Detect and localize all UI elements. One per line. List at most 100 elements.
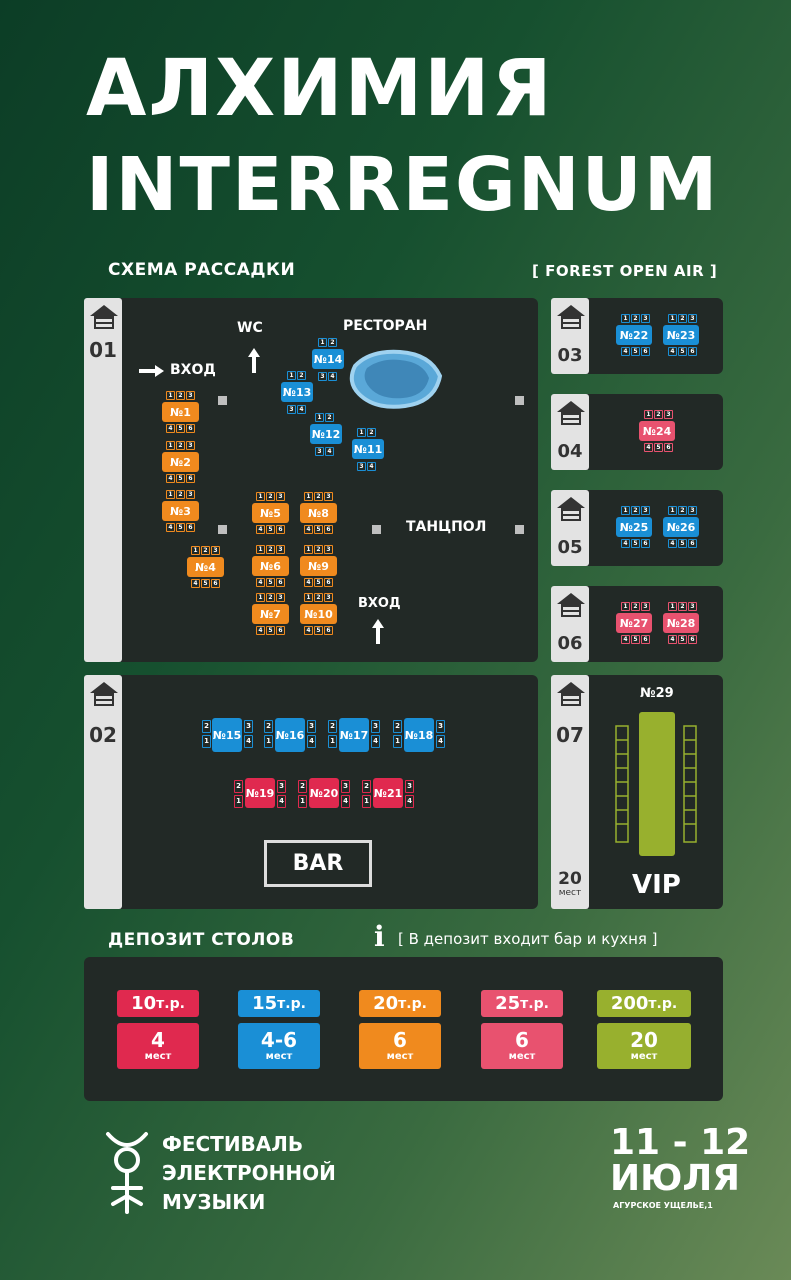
table-28[interactable]: №28 bbox=[663, 613, 699, 633]
zone-03-strip: 03 bbox=[551, 298, 589, 374]
table-24[interactable]: №24 bbox=[639, 421, 675, 441]
chair-seat: 6 bbox=[186, 474, 195, 483]
table-27[interactable]: №27 bbox=[616, 613, 652, 633]
chair-seat: 4 bbox=[621, 347, 630, 356]
table-23[interactable]: №23 bbox=[663, 325, 699, 345]
chair-seat: 1 bbox=[621, 314, 630, 323]
column-marker bbox=[218, 525, 227, 534]
chair-seat: 4 bbox=[304, 578, 313, 587]
chair-seat: 6 bbox=[641, 635, 650, 644]
chair-seat: 2 bbox=[631, 602, 640, 611]
table-11[interactable]: №11 bbox=[352, 439, 384, 459]
table-13[interactable]: №13 bbox=[281, 382, 313, 402]
chair-seat: 3 bbox=[688, 506, 697, 515]
chair-seat: 3 bbox=[641, 314, 650, 323]
table-21[interactable]: №21 bbox=[373, 778, 403, 808]
table-26[interactable]: №26 bbox=[663, 517, 699, 537]
table-20[interactable]: №20 bbox=[309, 778, 339, 808]
table-4[interactable]: №4 bbox=[187, 557, 224, 577]
table-7[interactable]: №7 bbox=[252, 604, 289, 624]
chair-seat: 1 bbox=[234, 795, 243, 808]
chair-seat: 3 bbox=[186, 441, 195, 450]
chair-seat: 4 bbox=[325, 447, 334, 456]
title-line-2: INTERREGNUM bbox=[86, 142, 720, 228]
chair-seat: 4 bbox=[304, 626, 313, 635]
chair-seat: 2 bbox=[678, 506, 687, 515]
chair-seat: 4 bbox=[307, 735, 316, 748]
table-14[interactable]: №14 bbox=[312, 349, 344, 369]
table-25[interactable]: №25 bbox=[616, 517, 652, 537]
zone-number: 02 bbox=[89, 723, 117, 747]
chair-seat: 5 bbox=[678, 539, 687, 548]
table-5[interactable]: №5 bbox=[252, 503, 289, 523]
chair-seat: 4 bbox=[668, 347, 677, 356]
chair-seat: 5 bbox=[654, 443, 663, 452]
column-marker bbox=[515, 396, 524, 405]
table-9[interactable]: №9 bbox=[300, 556, 337, 576]
chair-seat: 4 bbox=[621, 539, 630, 548]
chair-seat: 1 bbox=[166, 391, 175, 400]
table-6[interactable]: №6 bbox=[252, 556, 289, 576]
chair-seat: 1 bbox=[393, 735, 402, 748]
chair-seat: 6 bbox=[211, 579, 220, 588]
chair-seat: 1 bbox=[202, 735, 211, 748]
table-18[interactable]: №18 bbox=[404, 718, 434, 752]
chair-seat: 2 bbox=[176, 391, 185, 400]
table-19[interactable]: №19 bbox=[245, 778, 275, 808]
table-12[interactable]: №12 bbox=[310, 424, 342, 444]
chair-seat: 1 bbox=[298, 795, 307, 808]
chair-seat: 3 bbox=[287, 405, 296, 414]
table-29[interactable] bbox=[639, 712, 675, 856]
chair-seat: 1 bbox=[304, 593, 313, 602]
chair-seat: 4 bbox=[191, 579, 200, 588]
table-10[interactable]: №10 bbox=[300, 604, 337, 624]
table-15[interactable]: №15 bbox=[212, 718, 242, 752]
chair-seat: 4 bbox=[367, 462, 376, 471]
chair-seat: 3 bbox=[318, 372, 327, 381]
deposit-note: [ В депозит входит бар и кухня ] bbox=[398, 930, 658, 948]
table-3[interactable]: №3 bbox=[162, 501, 199, 521]
arrow-up-icon bbox=[248, 348, 260, 373]
chair-seat: 5 bbox=[678, 347, 687, 356]
chair-seat: 1 bbox=[304, 545, 313, 554]
chair-seat: 2 bbox=[367, 428, 376, 437]
chair-seat: 4 bbox=[166, 424, 175, 433]
chair-seat: 2 bbox=[266, 492, 275, 501]
table-8[interactable]: №8 bbox=[300, 503, 337, 523]
chair-seat: 1 bbox=[256, 492, 265, 501]
table-16[interactable]: №16 bbox=[275, 718, 305, 752]
chair-seat: 2 bbox=[654, 410, 663, 419]
chair-seat: 6 bbox=[641, 347, 650, 356]
chair-seat: 2 bbox=[266, 593, 275, 602]
chair-seat: 1 bbox=[191, 546, 200, 555]
entrance-bottom-label: ВХОД bbox=[358, 596, 401, 611]
chair-seat: 6 bbox=[688, 539, 697, 548]
table-22[interactable]: №22 bbox=[616, 325, 652, 345]
chair-seat: 2 bbox=[314, 492, 323, 501]
chair-seat: 3 bbox=[641, 602, 650, 611]
chair-seat: 1 bbox=[256, 593, 265, 602]
table-1[interactable]: №1 bbox=[162, 402, 199, 422]
table-17[interactable]: №17 bbox=[339, 718, 369, 752]
chair-seat: 4 bbox=[277, 795, 286, 808]
table-2[interactable]: №2 bbox=[162, 452, 199, 472]
